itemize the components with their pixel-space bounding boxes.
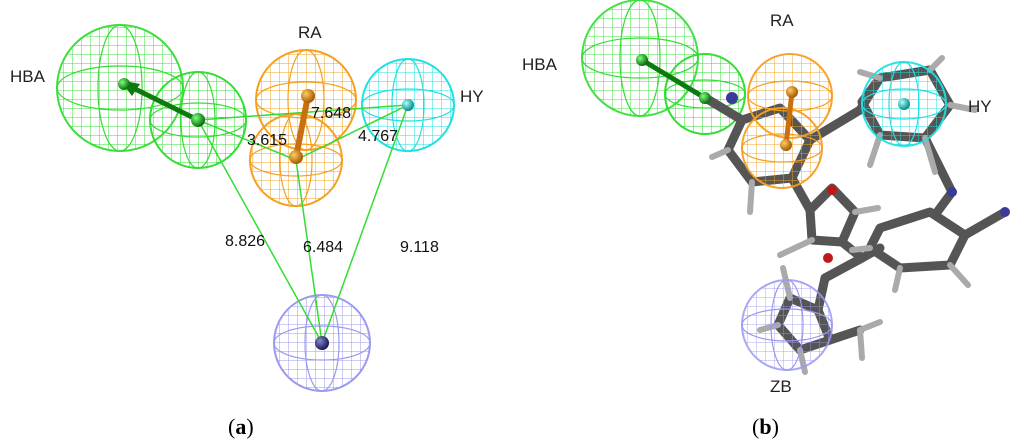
hy-center-b (898, 98, 910, 110)
zb-center (315, 336, 329, 350)
label-hba-b: HBA (522, 55, 558, 74)
caption-b: (b) (752, 414, 779, 439)
ra-vector (289, 89, 315, 164)
caption-a: (a) (228, 414, 254, 439)
distance-8826: 8.826 (225, 233, 265, 250)
label-hy: HY (460, 87, 484, 106)
label-zb-b: ZB (770, 377, 792, 396)
hba-vector-b (636, 54, 711, 104)
distance-7648: 7.648 (311, 105, 351, 122)
distance-9118: 9.118 (400, 239, 439, 256)
label-ra-b: RA (770, 11, 794, 30)
label-ra: RA (298, 23, 322, 42)
distance-3615: 3.615 (247, 132, 287, 149)
panel-b: HBA RA HY ZB (b) (522, 0, 1010, 439)
distance-6484: 6.484 (303, 239, 343, 256)
label-hba: HBA (10, 67, 46, 86)
label-hy-b: HY (968, 97, 992, 116)
hba-vector (118, 78, 205, 127)
panel-a: HBA RA HY 7.648 3.615 4.767 8.826 6.484 … (10, 23, 484, 439)
ligand-heteroatoms (726, 92, 1010, 263)
distance-lines (197, 104, 409, 344)
hy-center (402, 99, 414, 111)
zb-sphere-b (741, 279, 833, 371)
ra-vector-b (780, 86, 798, 151)
distance-4767: 4.767 (358, 128, 398, 145)
